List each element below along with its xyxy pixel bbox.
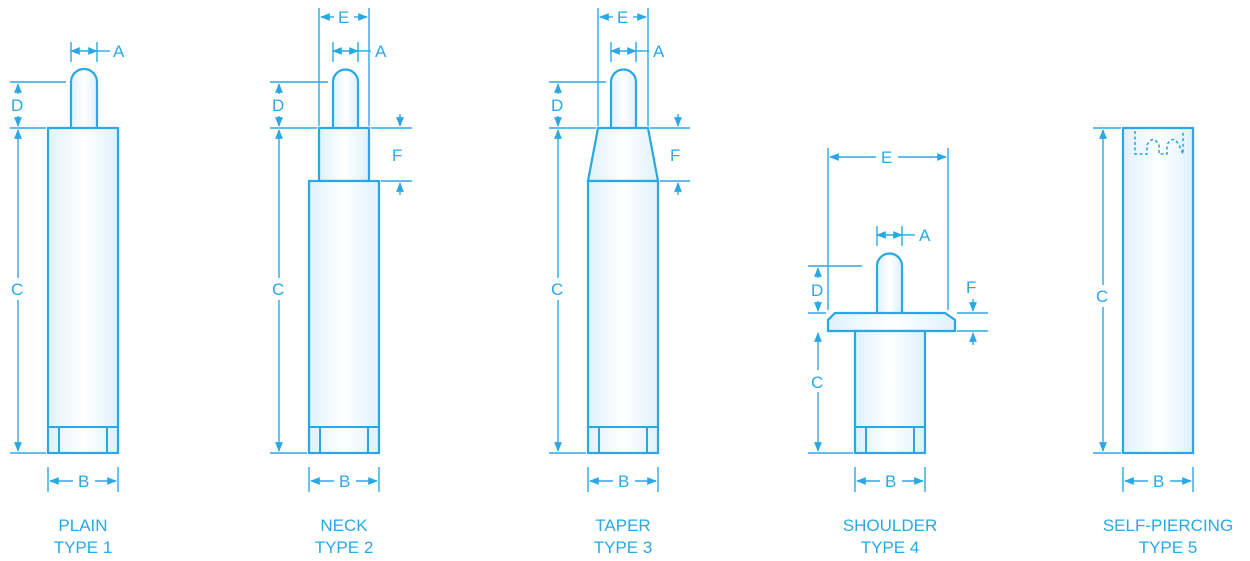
dim-label-b: B (78, 472, 89, 491)
pin-4-tip (875, 252, 904, 313)
caption-type-5: TYPE 5 (1139, 538, 1198, 557)
dim-label-c: C (811, 373, 823, 392)
caption-name-4: SHOULDER (843, 516, 937, 535)
pin-2-tip (331, 68, 360, 128)
dim-label-b: B (885, 472, 896, 491)
dim-label-e: E (338, 8, 349, 27)
dim-label-a: A (653, 42, 665, 61)
pin-3-tip (609, 68, 638, 128)
dim-label-c: C (272, 280, 284, 299)
pin-type-4-shoulder: E A D F C B SHOULDER TYPE 4 (808, 148, 988, 557)
dim-label-d: D (811, 281, 823, 300)
pin-2-neck (317, 126, 371, 183)
caption-type-1: TYPE 1 (54, 538, 113, 557)
dim-label-d: D (272, 96, 284, 115)
pin-1-body (46, 126, 120, 455)
dim-label-c: C (551, 280, 563, 299)
dim-label-a: A (375, 42, 387, 61)
pin-3-body (586, 179, 660, 455)
dim-label-c: C (11, 280, 23, 299)
dim-label-e: E (617, 8, 628, 27)
pin-2-body (307, 179, 381, 455)
dim-label-b: B (339, 472, 350, 491)
dim-label-b: B (1153, 472, 1164, 491)
pin-5-piercing-cavity (1134, 131, 1184, 155)
caption-name-2: NECK (320, 516, 368, 535)
pin-type-1-plain: A D C B PLAIN TYPE 1 (10, 42, 125, 557)
dim-label-f: F (392, 146, 402, 165)
pin-3-taper (586, 126, 660, 183)
dim-label-f: F (670, 146, 680, 165)
dim-label-d: D (551, 96, 563, 115)
caption-type-2: TYPE 2 (315, 538, 374, 557)
dim-label-a: A (113, 42, 125, 61)
dim-label-e: E (881, 148, 892, 167)
dim-label-a: A (919, 226, 931, 245)
caption-type-3: TYPE 3 (594, 538, 653, 557)
dim-label-d: D (11, 96, 23, 115)
caption-name-5: SELF-PIERCING (1103, 516, 1233, 535)
dim-label-c: C (1096, 287, 1108, 306)
pin-type-2-neck: E A D F C B NECK TYPE 2 (270, 8, 412, 557)
pin-4-shoulder (826, 311, 957, 333)
caption-type-4: TYPE 4 (861, 538, 920, 557)
caption-name-3: TAPER (595, 516, 650, 535)
caption-name-1: PLAIN (58, 516, 107, 535)
pin-type-5-self-piercing: C B SELF-PIERCING TYPE 5 (1093, 126, 1233, 557)
pin-5-body (1121, 126, 1195, 455)
pin-type-3-taper: E A D F C B TAPER TYPE 3 (549, 8, 690, 557)
pin-1-tip (69, 67, 99, 128)
dim-label-f: F (966, 278, 976, 297)
dim-label-b: B (618, 472, 629, 491)
